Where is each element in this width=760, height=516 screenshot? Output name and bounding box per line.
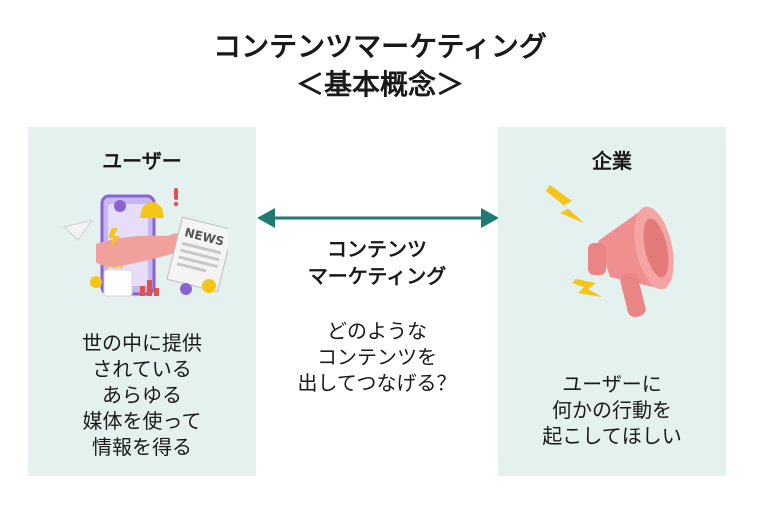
bar-chart-icon [140,286,145,296]
user-line-4: 媒体を使って [28,408,256,434]
center-heading-line-1: コンテンツ [265,236,489,263]
center-line-3: 出してつなげる？ [265,370,489,396]
user-panel: ユーザー NEWS [28,127,256,476]
user-line-2: されている [28,356,256,382]
center-question: どのような コンテンツを 出してつなげる？ [265,318,489,396]
calendar-icon [104,270,132,296]
company-line-3: 起こしてほしい [498,423,726,449]
newspaper-icon: NEWS [167,217,228,292]
company-description: ユーザーに 何かの行動を 起こしてほしい [498,371,726,449]
user-line-1: 世の中に提供 [28,330,256,356]
user-line-5: 情報を得る [28,434,256,460]
center-heading-line-2: マーケティング [265,263,489,290]
double-arrow-icon [257,205,499,231]
yellow-ball-icon [202,279,216,293]
user-description: 世の中に提供 されている あらゆる 媒体を使って 情報を得る [28,330,256,460]
user-line-3: あらゆる [28,382,256,408]
megaphone-illustration [538,179,688,329]
news-hand-illustration: NEWS [56,182,228,312]
title-line-1: コンテンツマーケティング [0,28,760,66]
paper-plane-icon [64,220,92,240]
user-heading: ユーザー [28,145,256,174]
purple-ball-icon [114,200,126,212]
exclamation-icon [174,188,178,200]
center-heading: コンテンツ マーケティング [265,236,489,290]
company-line-1: ユーザーに [498,371,726,397]
center-line-1: どのような [265,318,489,344]
company-heading: 企業 [498,145,726,174]
company-panel: 企業 ユーザーに 何かの行動を 起こしてほしい [498,127,726,476]
company-line-2: 何かの行動を [498,397,726,423]
center-line-2: コンテンツを [265,344,489,370]
diagram-title: コンテンツマーケティング ＜基本概念＞ [0,28,760,104]
lightning-bolt-icon [546,185,584,223]
title-line-2: ＜基本概念＞ [0,66,760,104]
megaphone-icon [588,203,680,318]
